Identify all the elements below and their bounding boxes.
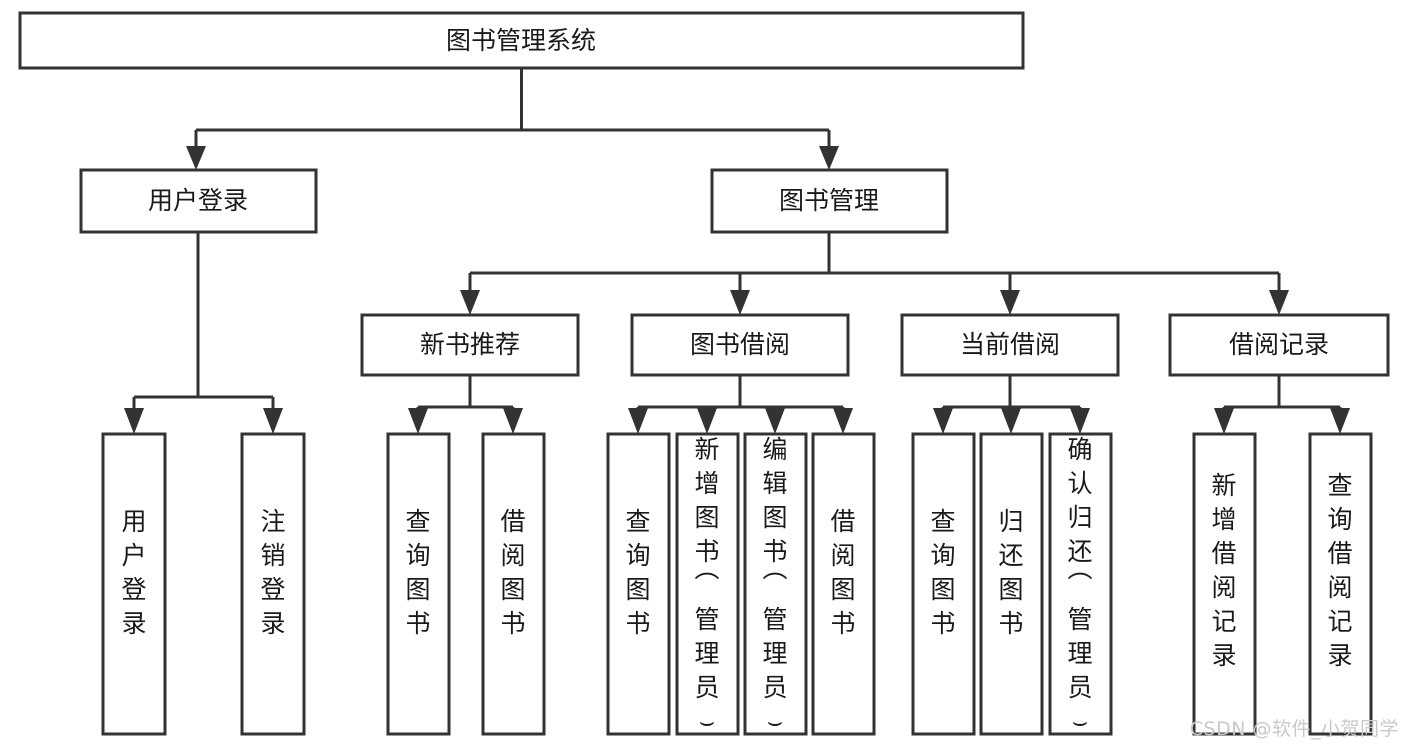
leaf-borrow-book-borrow-label: 借阅图书 xyxy=(830,507,855,638)
leaf-query-book-borrow-label: 查询图书 xyxy=(625,507,650,638)
node-book-borrow-box[interactable] xyxy=(630,313,850,377)
leaf-node-borrow-book-borrow[interactable]: 借阅图书 xyxy=(811,432,876,736)
leaf-node-logout[interactable]: 注销登录 xyxy=(240,432,306,736)
leaf-node-return-book[interactable]: 归还图书 xyxy=(979,432,1044,736)
leaf-query-book-recommend-box[interactable] xyxy=(386,432,451,736)
leaf-node-query-book-recommend[interactable]: 查询图书 xyxy=(386,432,451,736)
connector-user-login-bus xyxy=(132,232,275,414)
leaf-borrow-book-recommend-box[interactable] xyxy=(481,432,546,736)
leaf-query-book-current-box[interactable] xyxy=(911,432,976,736)
leaf-add-book-admin-box[interactable] xyxy=(675,432,740,736)
node-borrow-record-box[interactable] xyxy=(1168,313,1390,377)
arrow-to-leaf-confirm-return xyxy=(1070,408,1090,434)
node-root-box[interactable] xyxy=(18,11,1025,70)
leaf-add-borrow-record-box[interactable] xyxy=(1192,432,1257,736)
leaf-node-query-book-current[interactable]: 查询图书 xyxy=(911,432,976,736)
arrow-to-new-book-recommend xyxy=(460,290,480,315)
node-root[interactable]: 图书管理系统 xyxy=(18,11,1025,70)
leaf-node-add-book-admin[interactable]: 新增图书⌒管理员⌣ xyxy=(675,432,740,736)
leaf-logout-label: 注销登录 xyxy=(260,507,285,638)
leaf-query-book-recommend-label: 查询图书 xyxy=(405,507,430,638)
leaf-user-login-label: 用户登录 xyxy=(121,507,146,638)
leaf-add-book-admin-label: 新增图书⌒管理员⌣ xyxy=(694,435,719,736)
leaf-logout-box[interactable] xyxy=(240,432,306,736)
leaf-return-book-label: 归还图书 xyxy=(998,507,1023,638)
node-book-borrow[interactable]: 图书借阅 xyxy=(630,313,850,377)
arrow-to-borrow-record xyxy=(1269,290,1289,315)
arrow-to-current-borrow xyxy=(1000,290,1020,315)
leaf-node-borrow-book-recommend[interactable]: 借阅图书 xyxy=(481,432,546,736)
connector-borrow-record-bus xyxy=(1222,375,1342,414)
node-root-label: 图书管理系统 xyxy=(446,26,596,55)
leaf-query-borrow-record-box[interactable] xyxy=(1308,432,1373,736)
node-new-book-recommend-label: 新书推荐 xyxy=(420,330,520,359)
connector-book-borrow-bus xyxy=(636,375,845,414)
leaf-node-confirm-return-admin[interactable]: 确认归还⌒管理员⌣ xyxy=(1048,432,1113,736)
node-user-login-box[interactable] xyxy=(79,168,318,234)
arrow-to-leaf-user-login xyxy=(124,408,144,434)
leaf-add-borrow-record-label: 新增借阅记录 xyxy=(1211,471,1236,670)
arrow-to-book-management xyxy=(819,146,839,170)
leaf-node-edit-book-admin[interactable]: 编辑图书⌒管理员⌣ xyxy=(743,432,808,736)
leaf-node-query-book-borrow[interactable]: 查询图书 xyxy=(606,432,671,736)
node-current-borrow-box[interactable] xyxy=(900,313,1120,377)
arrow-to-leaf-borrow-book-2 xyxy=(833,408,853,434)
leaf-edit-book-admin-label: 编辑图书⌒管理员⌣ xyxy=(762,435,787,736)
leaf-node-query-borrow-record[interactable]: 查询借阅记录 xyxy=(1308,432,1373,736)
node-borrow-record-label: 借阅记录 xyxy=(1229,330,1329,359)
leaf-node-add-borrow-record[interactable]: 新增借阅记录 xyxy=(1192,432,1257,736)
arrow-to-leaf-edit-book xyxy=(765,408,785,434)
connector-new-book-recommend-bus xyxy=(416,375,515,414)
node-book-borrow-label: 图书借阅 xyxy=(690,330,790,359)
connector-root-bus xyxy=(194,68,831,152)
node-current-borrow-label: 当前借阅 xyxy=(960,330,1060,359)
leaf-confirm-return-admin-box[interactable] xyxy=(1048,432,1113,736)
node-current-borrow[interactable]: 当前借阅 xyxy=(900,313,1120,377)
arrow-to-leaf-query-book-1 xyxy=(408,408,428,434)
connector-layer xyxy=(124,68,1350,434)
node-book-management-label: 图书管理 xyxy=(779,186,879,215)
arrow-to-leaf-logout xyxy=(263,408,283,434)
node-user-login[interactable]: 用户登录 xyxy=(79,168,318,234)
node-new-book-recommend-box[interactable] xyxy=(360,313,580,377)
arrow-to-leaf-add-book xyxy=(697,408,717,434)
leaf-return-book-box[interactable] xyxy=(979,432,1044,736)
arrow-to-leaf-query-book-3 xyxy=(933,408,953,434)
leaf-user-login-box[interactable] xyxy=(101,432,167,736)
leaf-edit-book-admin-box[interactable] xyxy=(743,432,808,736)
leaf-node-user-login[interactable]: 用户登录 xyxy=(101,432,167,736)
leaf-query-borrow-record-label: 查询借阅记录 xyxy=(1327,471,1352,670)
node-borrow-record[interactable]: 借阅记录 xyxy=(1168,313,1390,377)
leaf-borrow-book-recommend-label: 借阅图书 xyxy=(500,507,525,638)
arrow-to-leaf-query-record xyxy=(1330,408,1350,434)
arrow-to-book-borrow xyxy=(730,290,750,315)
leaf-borrow-book-borrow-box[interactable] xyxy=(811,432,876,736)
leaf-query-book-current-label: 查询图书 xyxy=(930,507,955,638)
arrow-to-leaf-return-book xyxy=(1001,408,1021,434)
node-book-management-box[interactable] xyxy=(710,168,949,234)
arrow-to-leaf-add-record xyxy=(1214,408,1234,434)
arrow-to-user-login xyxy=(186,146,206,170)
connector-book-management-bus xyxy=(468,232,1281,296)
arrow-to-leaf-borrow-book-1 xyxy=(503,408,523,434)
arrow-to-leaf-query-book-2 xyxy=(628,408,648,434)
node-user-login-label: 用户登录 xyxy=(148,186,248,215)
leaf-query-book-borrow-box[interactable] xyxy=(606,432,671,736)
node-new-book-recommend[interactable]: 新书推荐 xyxy=(360,313,580,377)
node-book-management[interactable]: 图书管理 xyxy=(710,168,949,234)
leaf-confirm-return-admin-label: 确认归还⌒管理员⌣ xyxy=(1067,435,1092,736)
